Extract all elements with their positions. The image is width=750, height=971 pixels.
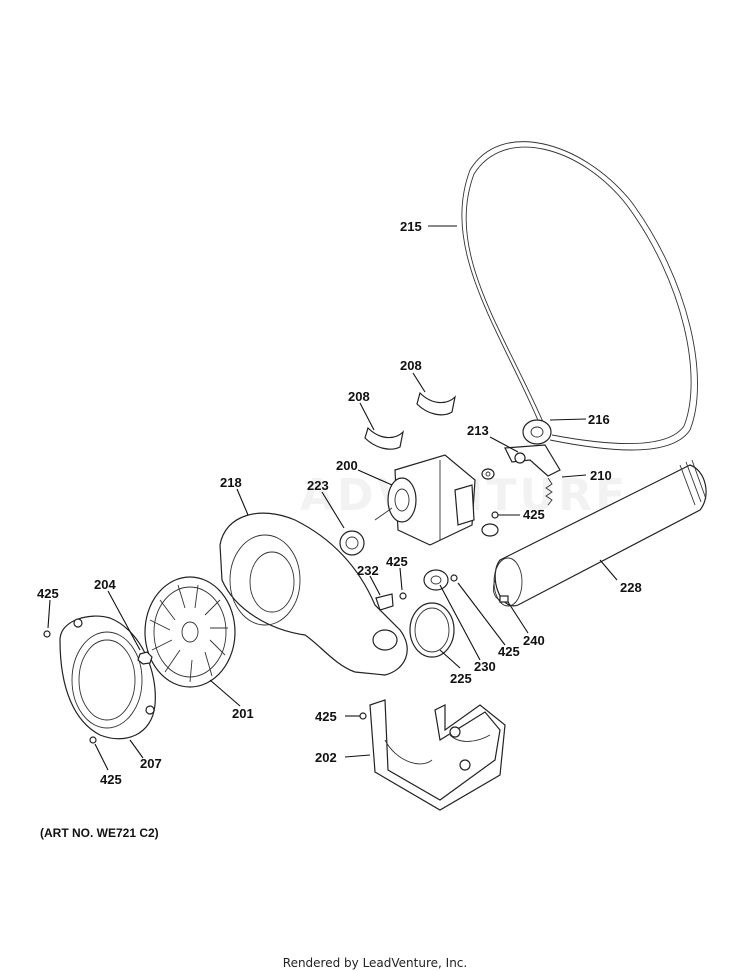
fan-nut[interactable] — [137, 651, 153, 665]
callout-204: 204 — [94, 577, 116, 592]
motor-clamp-left[interactable] — [364, 426, 404, 450]
callout-201: 201 — [232, 706, 254, 721]
callout-216: 216 — [588, 412, 610, 427]
callout-225: 225 — [450, 671, 472, 686]
thermostat[interactable] — [423, 569, 449, 591]
callout-215: 215 — [400, 219, 422, 234]
callout-228: 228 — [620, 580, 642, 595]
callout-202: 202 — [315, 750, 337, 765]
callout-200: 200 — [336, 458, 358, 473]
screw[interactable] — [491, 511, 499, 519]
duct-sensor[interactable] — [481, 523, 499, 537]
screw[interactable] — [399, 592, 407, 600]
wire-harness-clip[interactable] — [493, 579, 509, 603]
idler-pulley-assembly[interactable] — [504, 419, 561, 477]
callout-208: 208 — [348, 389, 370, 404]
callout-425: 425 — [523, 507, 545, 522]
screw[interactable] — [43, 630, 51, 638]
callout-425: 425 — [498, 644, 520, 659]
blower-seal[interactable] — [409, 602, 455, 658]
callout-213: 213 — [467, 423, 489, 438]
callout-232: 232 — [357, 563, 379, 578]
callout-425: 425 — [315, 709, 337, 724]
drive-motor[interactable] — [374, 454, 476, 546]
screw[interactable] — [89, 736, 97, 744]
callout-240: 240 — [523, 633, 545, 648]
callout-223: 223 — [307, 478, 329, 493]
callout-425: 425 — [37, 586, 59, 601]
thermistor[interactable] — [375, 593, 394, 611]
callout-207: 207 — [140, 756, 162, 771]
washer[interactable] — [481, 468, 495, 480]
motor-seal[interactable] — [339, 530, 365, 556]
callout-230: 230 — [474, 659, 496, 674]
exhaust-duct[interactable] — [493, 459, 707, 607]
blower-housing[interactable] — [219, 512, 408, 676]
callout-208: 208 — [400, 358, 422, 373]
screw[interactable] — [450, 574, 458, 582]
footer-credit: Rendered by LeadVenture, Inc. — [282, 956, 468, 970]
callout-425: 425 — [386, 554, 408, 569]
callout-425: 425 — [100, 772, 122, 787]
art-number: (ART NO. WE721 C2) — [40, 826, 159, 840]
drive-belt[interactable] — [461, 141, 698, 451]
callout-218: 218 — [220, 475, 242, 490]
motor-clamp-right[interactable] — [416, 391, 456, 416]
blower-cover[interactable] — [59, 615, 156, 740]
screw[interactable] — [359, 712, 367, 720]
blower-fan-wheel[interactable] — [144, 576, 236, 688]
callout-210: 210 — [590, 468, 612, 483]
motor-mount[interactable] — [369, 699, 506, 811]
idler-spring[interactable] — [545, 477, 553, 506]
